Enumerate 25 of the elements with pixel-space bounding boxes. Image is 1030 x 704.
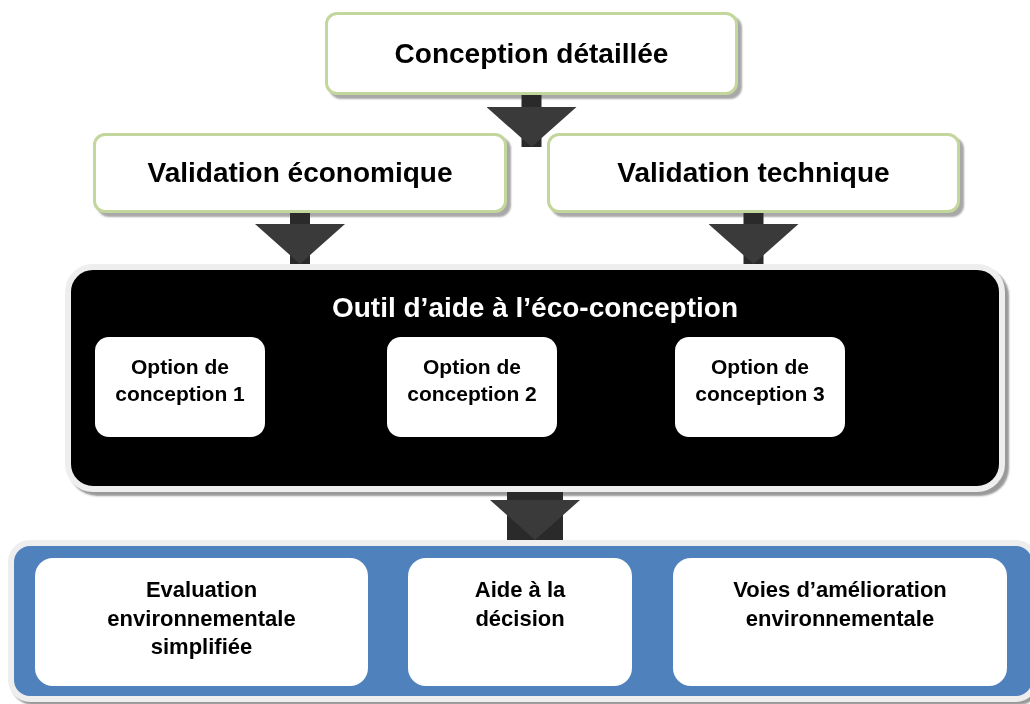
- process-box: [325, 12, 738, 95]
- result-box: [408, 558, 632, 686]
- result-box: [673, 558, 1007, 686]
- block-arrow: [708, 213, 799, 264]
- box-label: Voies d’amélioration environnementale: [732, 576, 948, 633]
- box-label: Aide à la décision: [473, 576, 567, 633]
- block-arrow: [490, 492, 580, 540]
- box-label: Evaluation environnementale simplifiée: [106, 576, 297, 662]
- box-label: Validation économique: [147, 157, 453, 189]
- box-label: Option de conception 3: [694, 354, 826, 408]
- result-box: [35, 558, 368, 686]
- block-arrow: [486, 95, 577, 147]
- box-label: Conception détaillée: [394, 37, 669, 70]
- option-box: [95, 337, 265, 437]
- option-box: [387, 337, 557, 437]
- result-band: [8, 540, 1030, 702]
- tool-panel: [65, 264, 1005, 492]
- box-label: Option de conception 1: [114, 354, 246, 408]
- option-box: [675, 337, 845, 437]
- box-label: Option de conception 2: [406, 354, 538, 408]
- block-arrow: [255, 213, 345, 264]
- process-box: [547, 133, 960, 213]
- box-label: Validation technique: [617, 157, 890, 189]
- panel-heading: Outil d’aide à l’éco-conception: [331, 292, 739, 324]
- process-box: [93, 133, 507, 213]
